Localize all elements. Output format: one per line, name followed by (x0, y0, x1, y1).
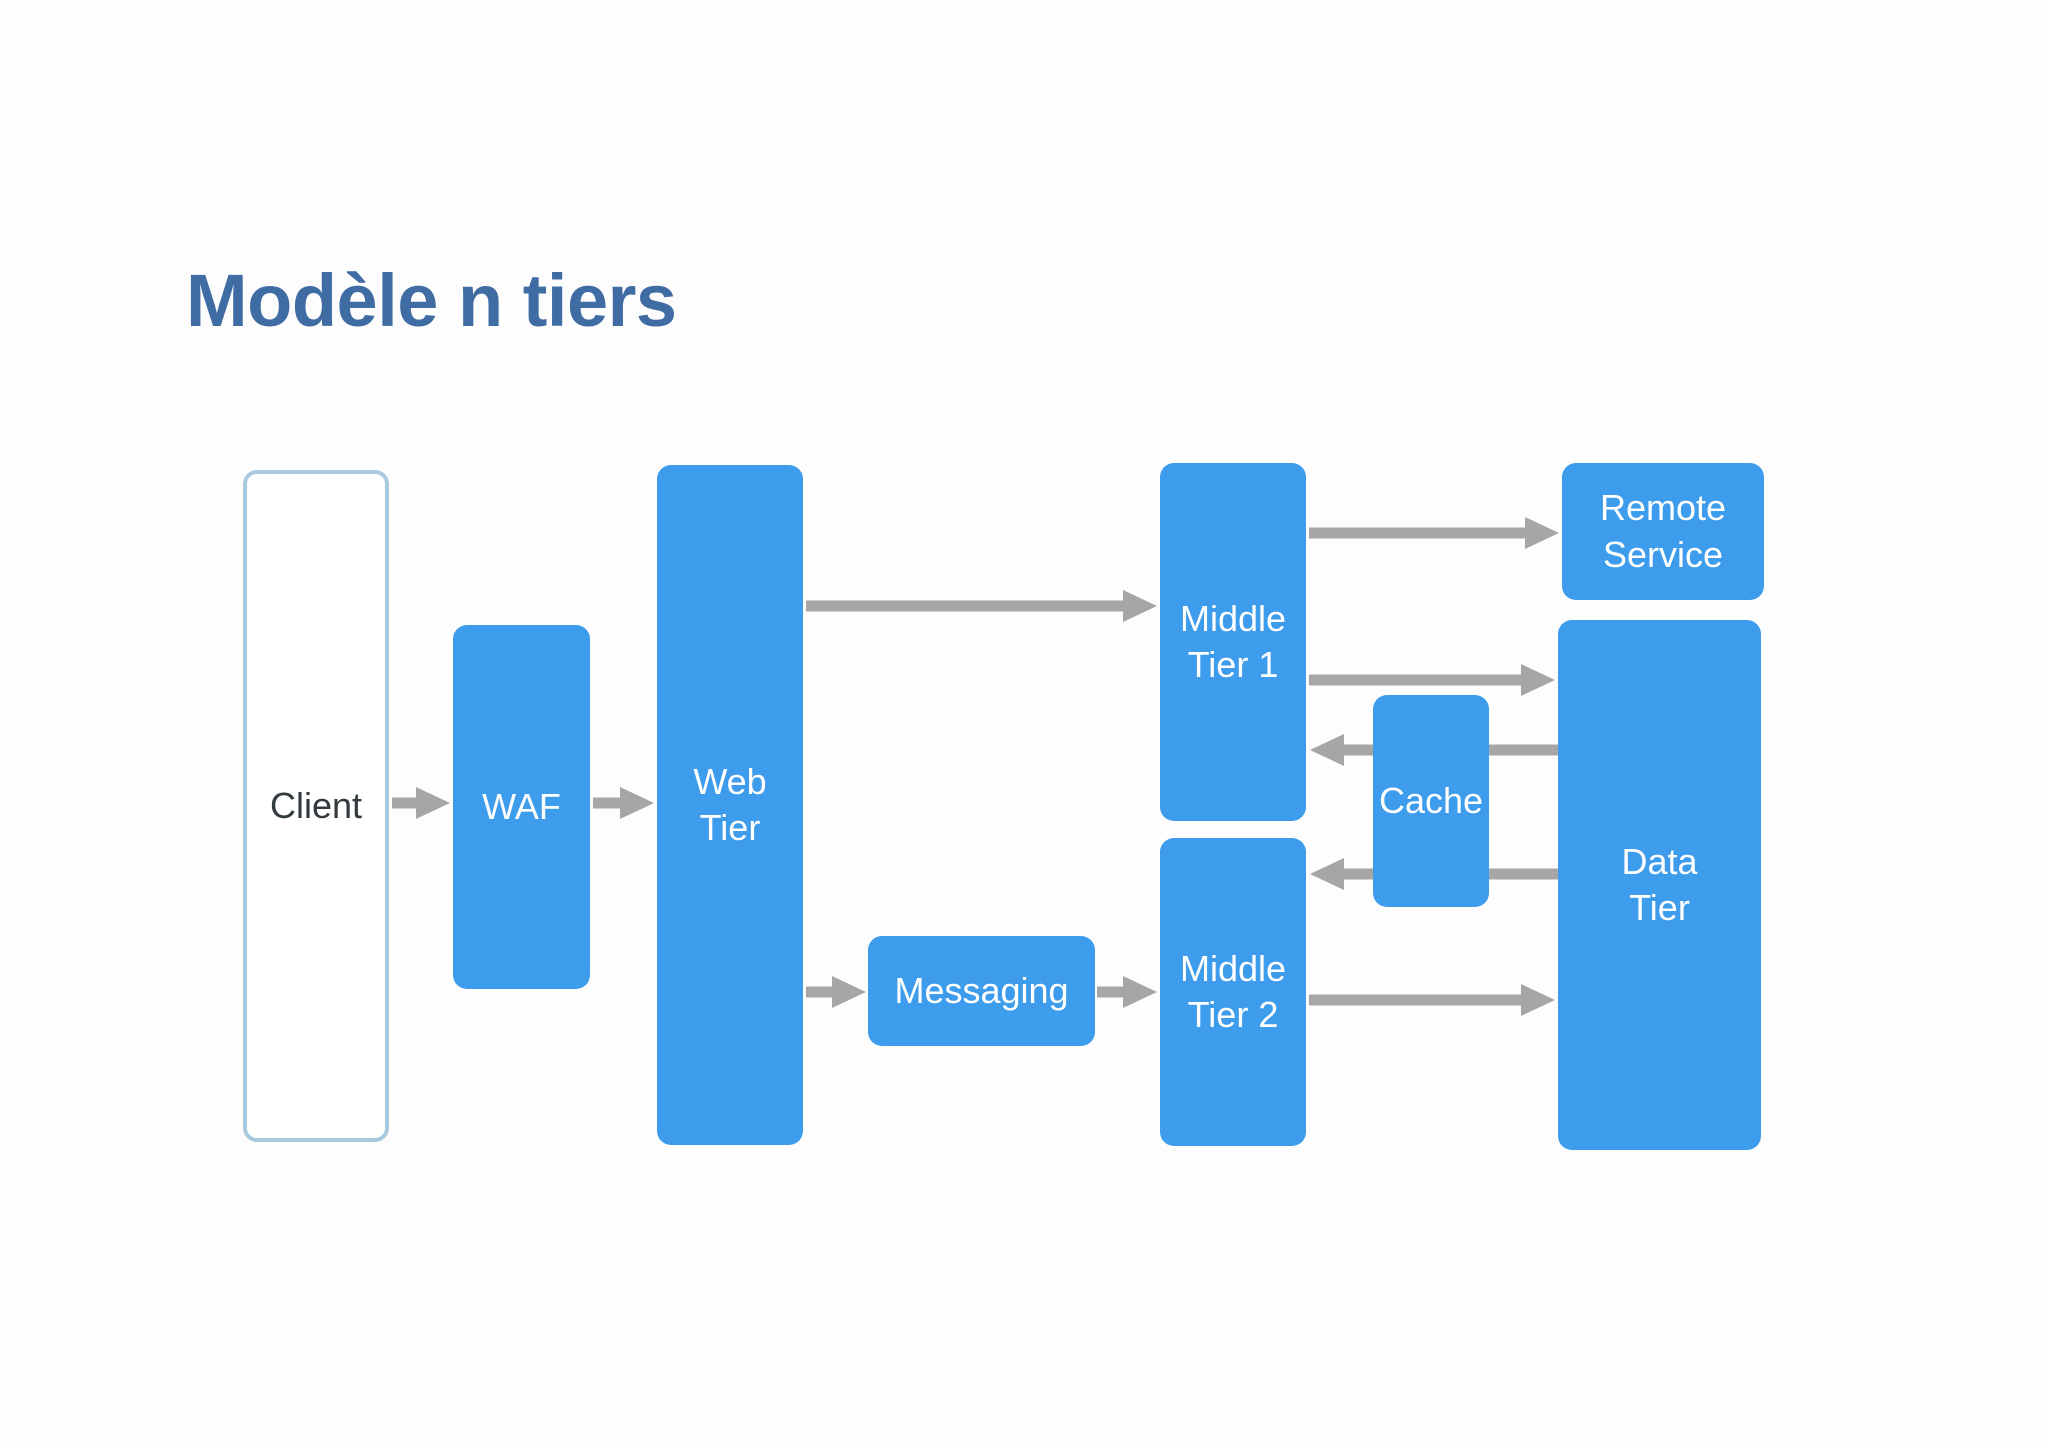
arrow-messaging-to-middle-2 (1097, 976, 1157, 1008)
node-cache[interactable]: Cache (1373, 695, 1489, 907)
arrow-middle-1-to-remote (1309, 517, 1559, 549)
node-label-messaging: Messaging (894, 969, 1069, 1011)
arrow-waf-to-web (593, 787, 654, 819)
node-client[interactable]: Client (243, 470, 389, 1142)
node-label-cache: Cache (1378, 779, 1484, 821)
arrow-web-to-middle-1 (806, 590, 1157, 622)
node-label-remote-service: Remote Service (1599, 487, 1727, 575)
arrow-web-to-messaging (806, 976, 866, 1008)
node-middle-tier-2[interactable]: Middle Tier 2 (1160, 838, 1306, 1146)
node-label-client: Client (269, 784, 363, 826)
node-label-middle-tier-1: Middle Tier 1 (1179, 597, 1287, 685)
node-label-web-tier: Web Tier (693, 760, 767, 848)
node-data-tier[interactable]: Data Tier (1558, 620, 1761, 1150)
arrow-middle-2-to-data (1309, 984, 1555, 1016)
node-messaging[interactable]: Messaging (868, 936, 1095, 1046)
node-waf[interactable]: WAF (453, 625, 590, 989)
arrow-client-to-waf (392, 787, 450, 819)
node-web-tier[interactable]: Web Tier (657, 465, 803, 1145)
node-remote-service[interactable]: Remote Service (1562, 463, 1764, 600)
page-title: Modèle n tiers (186, 259, 677, 342)
node-middle-tier-1[interactable]: Middle Tier 1 (1160, 463, 1306, 821)
node-label-waf: WAF (482, 785, 561, 827)
arrow-middle-1-to-data (1309, 664, 1555, 696)
node-label-data-tier: Data Tier (1621, 840, 1698, 928)
node-label-middle-tier-2: Middle Tier 2 (1179, 947, 1287, 1035)
